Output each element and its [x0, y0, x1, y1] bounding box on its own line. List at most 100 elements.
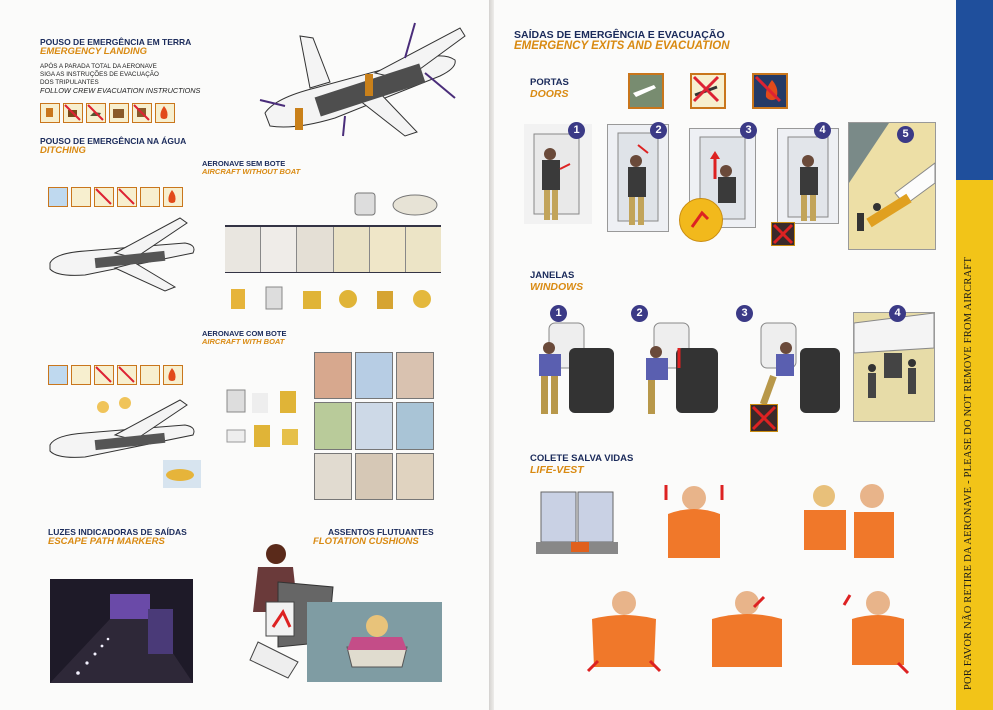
landing-line-2: SIGA AS INSTRUÇÕES DE EVACUAÇÃO: [40, 71, 159, 78]
markers-title-en: ESCAPE PATH MARKERS: [48, 536, 165, 547]
no-shoes-icon: [86, 103, 106, 123]
noboat-sequence-strip: [225, 225, 442, 273]
sequence-frame: [396, 402, 434, 450]
sequence-frame: [333, 227, 370, 272]
sequence-frame: [355, 352, 393, 400]
boat-title-en: AIRCRAFT WITH BOAT: [202, 337, 285, 346]
seat-icon: [71, 187, 91, 207]
window-step-3-illustration: [756, 318, 844, 418]
side-band-yellow: [956, 180, 993, 710]
fire-hazard-icon: [752, 73, 788, 109]
landing-line-3: DOS TRIPULANTES: [40, 79, 99, 86]
cushion-removal-illustration: [238, 542, 338, 682]
sequence-frame: [396, 352, 434, 400]
fire-icon: [163, 365, 183, 385]
inflate-vest-icon: [140, 187, 160, 207]
windows-title-en: WINDOWS: [530, 281, 584, 293]
door-step-2-badge: 2: [650, 122, 667, 139]
sequence-frame: [405, 227, 442, 272]
airplane-icon: [628, 73, 664, 109]
seat-icon: [71, 365, 91, 385]
markers-title-pt: LUZES INDICADORAS DE SAÍDAS: [48, 527, 187, 537]
sequence-frame: [314, 452, 352, 500]
baggage-icon: [109, 103, 129, 123]
cushions-title-pt: ASSENTOS FLUTUANTES: [328, 527, 434, 537]
exits-title-pt: SAÍDAS DE EMERGÊNCIA E EVACUAÇÃO: [514, 29, 725, 41]
window-step-2-illustration: [634, 318, 722, 418]
exits-title-en: EMERGENCY EXITS AND EVACUATION: [514, 40, 730, 52]
fire-icon: [155, 103, 175, 123]
fire-icon: [163, 187, 183, 207]
inflate-vest-icon: [140, 365, 160, 385]
landing-title-en: EMERGENCY LANDING: [40, 46, 147, 57]
sequence-frame: [314, 402, 352, 450]
boat-icon-row: [48, 365, 183, 385]
seat-cushion-illustration: [345, 190, 445, 220]
no-window-icon: [750, 404, 778, 432]
door-handle-detail-illustration: [679, 198, 723, 242]
landing-line-1: APÓS A PARADA TOTAL DA AERONAVE: [40, 63, 157, 70]
window-step-2-badge: 2: [631, 305, 648, 322]
window-step-1-badge: 1: [550, 305, 567, 322]
boat-vest-illustration: [222, 385, 312, 455]
no-baggage-icon: [117, 187, 137, 207]
side-band-notice: POR FAVOR NÃO RETIRE DA AERONAVE - PLEAS…: [963, 256, 974, 690]
vest-title-pt: COLETE SALVA VIDAS: [530, 453, 634, 464]
door-step-5-illustration: [848, 122, 936, 250]
door-step-1-badge: 1: [568, 122, 585, 139]
sequence-frame: [314, 352, 352, 400]
window-step-1-illustration: [529, 318, 619, 418]
vest-child-illustration: [794, 478, 898, 574]
vest-over-head-illustration: [654, 480, 734, 576]
sequence-frame: [355, 452, 393, 500]
windows-title-pt: JANELAS: [530, 270, 575, 281]
noboat-title-pt: AERONAVE SEM BOTE: [202, 159, 286, 168]
window-step-4-illustration: [853, 312, 935, 422]
escape-path-markers-photo: [50, 579, 193, 683]
page-spine: [489, 0, 495, 710]
ditching-title-en: DITCHING: [40, 145, 86, 156]
door-step-4-badge: 4: [814, 122, 831, 139]
door-step-4-illustration: [777, 128, 839, 224]
boat-raft-sequence-grid: [314, 352, 434, 500]
right-page: SAÍDAS DE EMERGÊNCIA E EVACUAÇÃO EMERGEN…: [494, 0, 956, 710]
seat-icon: [40, 103, 60, 123]
vest-tie-straps-illustration: [584, 585, 664, 681]
no-baggage-icon: [63, 103, 83, 123]
no-shoes-icon: [94, 187, 114, 207]
vest-under-seat-illustration: [536, 487, 618, 569]
noboat-icon-row: [48, 187, 183, 207]
airplane-icon: [48, 365, 68, 385]
no-slide-icon: [690, 73, 726, 109]
door-step-1-illustration: [524, 124, 592, 224]
ditching-title-pt: POUSO DE EMERGÊNCIA NA ÁGUA: [40, 136, 187, 146]
side-band-blue: [956, 0, 993, 180]
ditching-airplane-illustration: [45, 213, 200, 293]
boat-airplane-illustration: [45, 395, 205, 490]
cushions-title-en: FLOTATION CUSHIONS: [313, 536, 419, 547]
sequence-frame: [369, 227, 406, 272]
sequence-frame: [261, 227, 298, 272]
sequence-frame: [396, 452, 434, 500]
doors-title-en: DOORS: [530, 88, 569, 100]
vest-donning-strip: [220, 283, 440, 313]
doors-icon-row: [628, 73, 788, 109]
sequence-frame: [225, 227, 262, 272]
noboat-title-en: AIRCRAFT WITHOUT BOAT: [202, 167, 301, 176]
vest-pull-tabs-illustration: [838, 585, 918, 681]
door-step-2-illustration: [607, 124, 669, 232]
no-baggage-icon: [117, 365, 137, 385]
door-step-3-badge: 3: [740, 122, 757, 139]
sequence-frame: [297, 227, 334, 272]
side-band: POR FAVOR NÃO RETIRE DA AERONAVE - PLEAS…: [956, 0, 993, 710]
door-step-5-badge: 5: [897, 126, 914, 143]
no-shoes-icon: [94, 365, 114, 385]
sequence-frame: [355, 402, 393, 450]
boat-title-pt: AERONAVE COM BOTE: [202, 329, 287, 338]
flotation-cushion-water-illustration: [307, 602, 442, 682]
vest-title-en: LIFE-VEST: [530, 464, 584, 476]
left-page: POUSO DE EMERGÊNCIA EM TERRA EMERGENCY L…: [0, 0, 490, 710]
vest-inflate-illustration: [706, 585, 788, 681]
airplane-icon: [48, 187, 68, 207]
airplane-evacuation-illustration: [255, 18, 470, 143]
